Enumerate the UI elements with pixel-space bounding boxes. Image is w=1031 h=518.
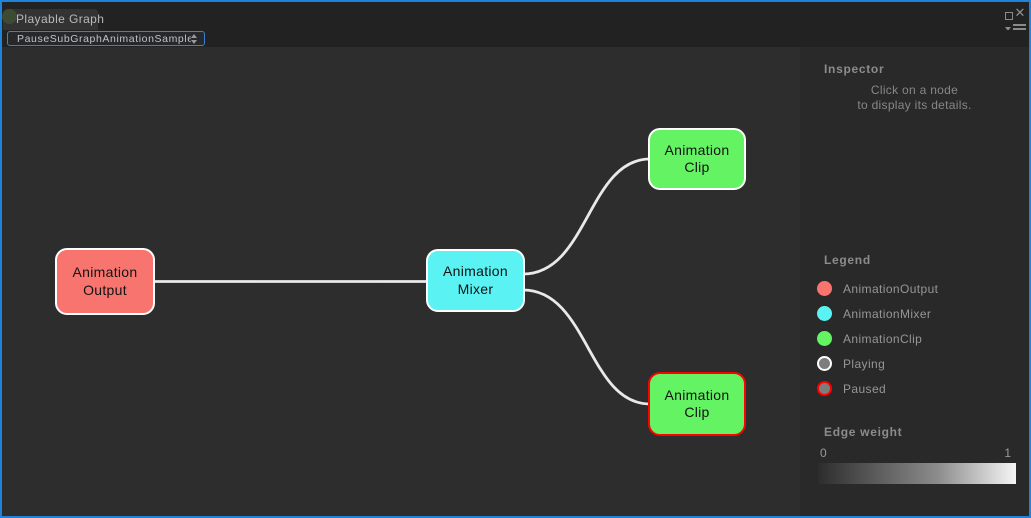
legend-dot-red (817, 281, 832, 296)
edge-weight-section: Edge weight 0 1 (800, 425, 1029, 484)
edge-weight-gradient-bar (818, 463, 1016, 484)
edge-layer (151, 157, 652, 406)
inspector-message: Click on a node to display its details. (857, 83, 972, 112)
node-label: Animation Clip (664, 141, 730, 175)
legend-item-playing: Playing (800, 351, 1029, 376)
legend-dot-cyan (817, 306, 832, 321)
node-animation-clip-bottom-paused[interactable]: Animation Clip (648, 372, 746, 436)
edge-weight-scale: 0 1 (820, 446, 1011, 460)
inspector-panel: Inspector Click on a node to display its… (800, 47, 1029, 516)
legend-title: Legend (824, 253, 871, 267)
legend-item-animation-mixer: AnimationMixer (800, 301, 1029, 326)
node-label: Animation Output (72, 264, 138, 298)
status-dot-icon (2, 9, 17, 24)
edge-weight-max: 1 (1004, 446, 1011, 460)
inspector-title: Inspector (824, 62, 885, 76)
toolbar: PauseSubGraphAnimationSample (2, 30, 1029, 47)
edge-weight-title: Edge weight (824, 425, 903, 439)
node-animation-mixer[interactable]: Animation Mixer (426, 249, 525, 312)
chevron-down-icon (1005, 27, 1011, 31)
tab-playable-graph[interactable]: Playable Graph (3, 9, 104, 30)
edge-mixer-to-clip-bottom (521, 288, 652, 406)
close-icon[interactable]: ✕ (1014, 5, 1026, 20)
node-animation-output[interactable]: Animation Output (55, 248, 155, 315)
node-label: Animation Clip (664, 386, 730, 420)
graph-selector-value: PauseSubGraphAnimationSample (17, 32, 191, 45)
legend-dot-paused (817, 381, 832, 396)
legend-dot-playing (817, 356, 832, 371)
tab-label: Playable Graph (16, 12, 105, 26)
float-window-icon[interactable] (1005, 12, 1013, 20)
dropdown-arrows-icon (191, 33, 197, 44)
legend-section: Legend AnimationOutput AnimationMixer An… (800, 253, 1029, 401)
edge-mixer-to-clip-top (521, 157, 652, 276)
legend-item-animation-output: AnimationOutput (800, 276, 1029, 301)
legend-item-paused: Paused (800, 376, 1029, 401)
tab-strip: Playable Graph ✕ (2, 2, 1029, 34)
graph-selector-dropdown[interactable]: PauseSubGraphAnimationSample (7, 31, 205, 46)
node-label: Animation Mixer (443, 263, 508, 297)
node-animation-clip-top[interactable]: Animation Clip (648, 128, 746, 190)
graph-canvas[interactable]: Animation Output Animation Mixer Animati… (2, 47, 800, 516)
legend-item-animation-clip: AnimationClip (800, 326, 1029, 351)
legend-rows: AnimationOutput AnimationMixer Animation… (800, 276, 1029, 401)
edge-weight-min: 0 (820, 446, 827, 460)
legend-dot-green (817, 331, 832, 346)
